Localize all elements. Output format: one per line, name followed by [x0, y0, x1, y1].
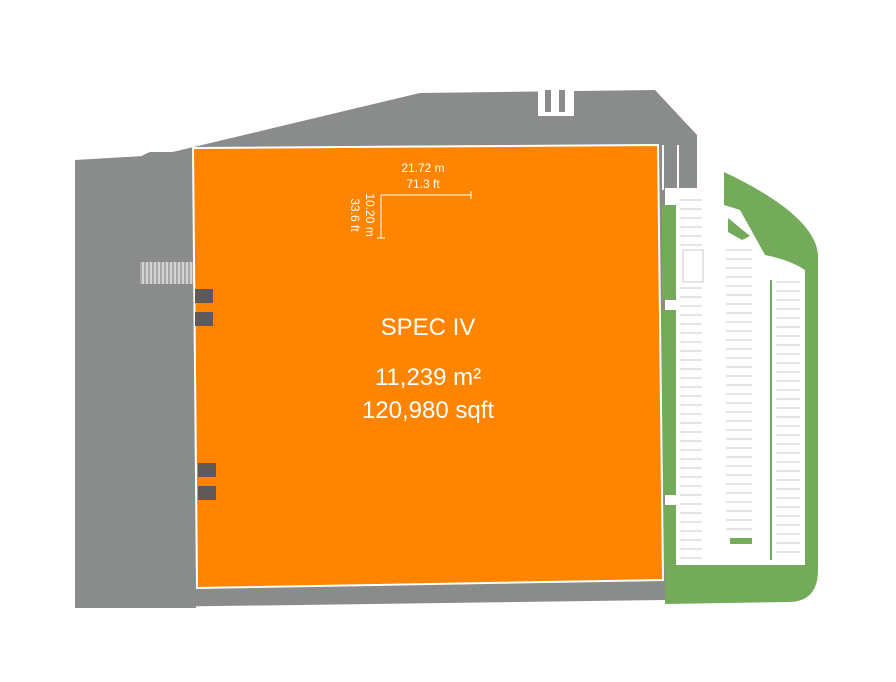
- bay-depth-metric: 10.20 m: [363, 193, 377, 236]
- entry-gate: [538, 90, 574, 116]
- building-name: SPEC IV: [381, 314, 476, 341]
- turnaround-top: [111, 152, 196, 264]
- road-markings: [662, 145, 679, 190]
- bay-depth-imperial: 33.6 ft: [348, 198, 362, 232]
- turnaround-bottom: [75, 505, 196, 608]
- dock-door: [195, 289, 213, 303]
- bay-dimension-marker: [377, 191, 472, 239]
- building-area-imperial: 120,980 sqft: [362, 397, 494, 424]
- landscape-strip-west-3: [662, 505, 676, 565]
- stairs: [140, 262, 195, 284]
- landscape-strip-west-1: [662, 205, 676, 300]
- building-footprint[interactable]: [191, 143, 665, 590]
- turnaround-middle: [98, 345, 196, 442]
- dock-doors: [195, 289, 216, 500]
- landscape-median: [770, 280, 772, 560]
- dock-door: [198, 463, 216, 477]
- parking-lot: [662, 172, 818, 604]
- dock-door: [195, 312, 213, 326]
- building-area-metric: 11,239 m²: [375, 364, 481, 391]
- parking-stalls: [680, 199, 800, 559]
- parking-structure: [682, 249, 704, 283]
- landscape-strip-west-2: [662, 310, 676, 495]
- landscape-island-top: [728, 218, 750, 240]
- landscape-island-bottom: [730, 538, 752, 544]
- bay-width-imperial: 71.3 ft: [406, 177, 440, 191]
- dock-door: [198, 486, 216, 500]
- bay-width-metric: 21.72 m: [401, 161, 444, 175]
